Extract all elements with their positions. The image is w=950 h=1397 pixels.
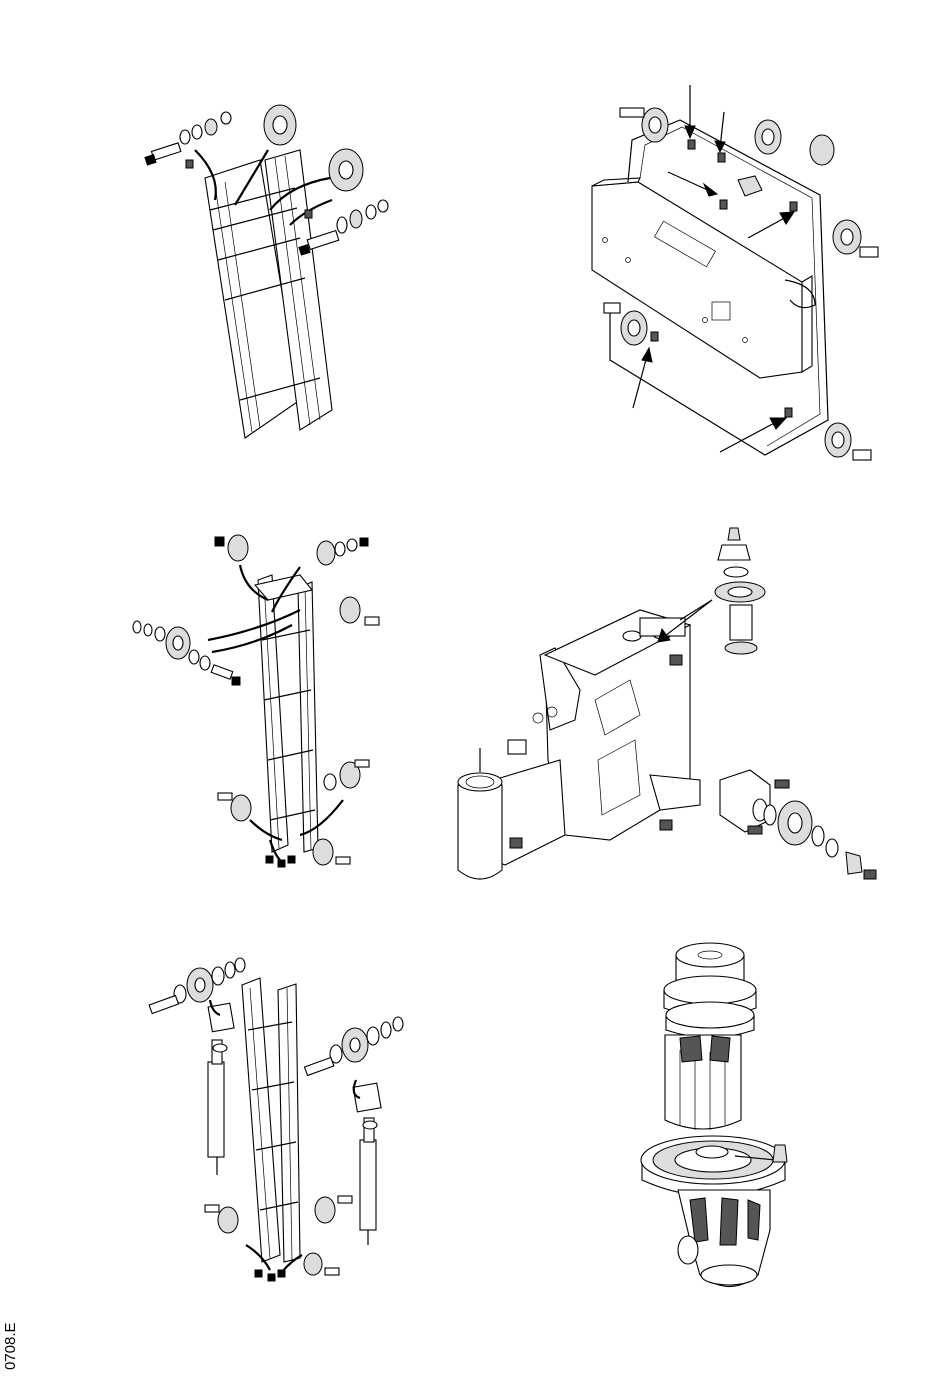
figure-drive-unit bbox=[641, 943, 787, 1287]
figure-carriage-plate bbox=[592, 85, 878, 460]
figure-mast-middle bbox=[133, 535, 379, 867]
figure-mast-outer bbox=[145, 105, 388, 438]
figure-steering-yoke bbox=[458, 528, 876, 879]
figure-mast-inner bbox=[149, 958, 403, 1281]
document-code: 0708.E bbox=[2, 1310, 22, 1370]
